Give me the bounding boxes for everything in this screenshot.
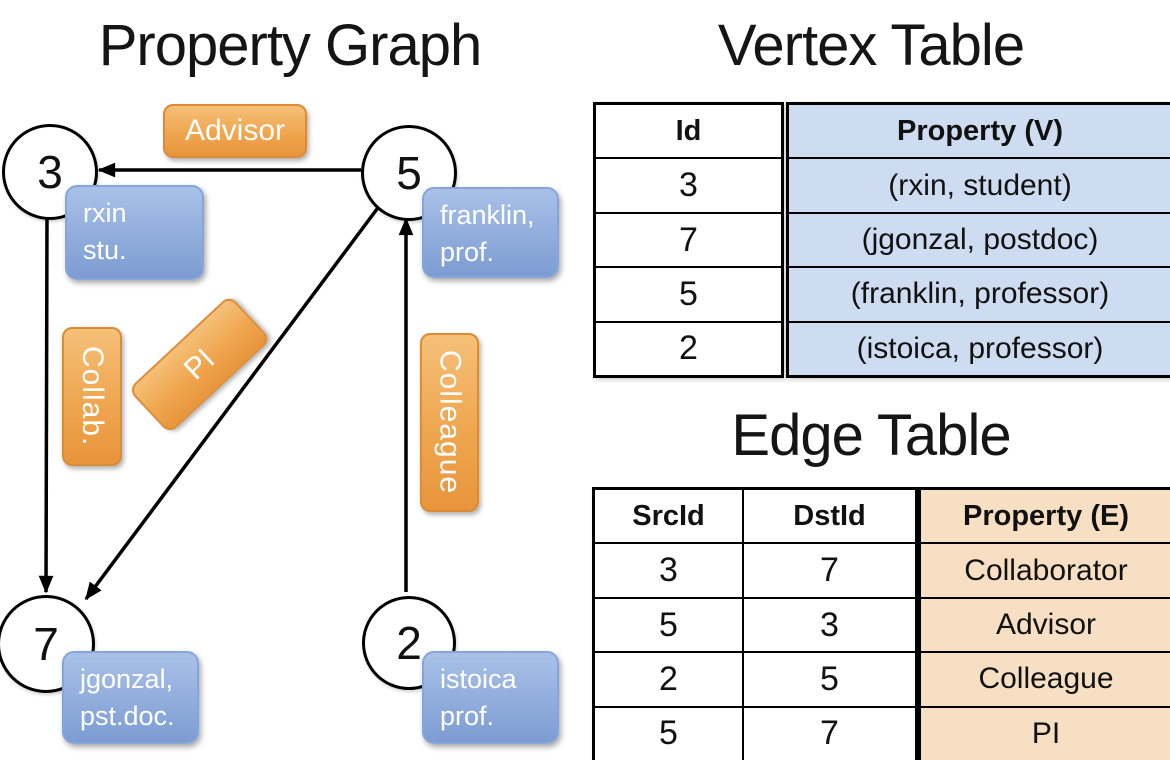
vertex-property-line: istoica [440, 664, 517, 694]
edge-table-id-row: 5 7 [595, 707, 915, 760]
edge-table-property-column: Property (E) Collaborator Advisor Collea… [918, 487, 1170, 760]
vertex-property-line: jgonzal, [80, 664, 174, 694]
edge-table-id-columns: SrcId DstId 3 7 5 3 2 5 5 7 [592, 487, 918, 760]
vertex-table-id-column: Id 3 7 5 2 [593, 102, 784, 378]
vertex-property-line: prof. [440, 237, 495, 267]
vertex-table-property-cell: (franklin, professor) [789, 268, 1170, 323]
vertex-table-property-cell: (rxin, student) [789, 159, 1170, 214]
edge-table-property-header: Property (E) [921, 490, 1170, 545]
vertex-property-box-jgonzal: jgonzal, pst.doc. [62, 651, 199, 744]
edge-table-property-cell: PI [921, 707, 1170, 760]
vertex-property-line: pst.doc. [80, 701, 175, 731]
edge-label-text: Collab. [76, 346, 109, 447]
vertex-table-title: Vertex Table [717, 13, 1025, 78]
edge-table-title: Edge Table [731, 403, 1011, 468]
edge-table-dstid-cell: 3 [820, 605, 839, 644]
edge-label-collab: Collab. [62, 327, 122, 466]
vertex-table-id-cell: 7 [596, 214, 781, 269]
node-id-label: 5 [396, 147, 422, 199]
edge-table-property-cell: Colleague [921, 653, 1170, 708]
node-id-label: 7 [33, 618, 59, 670]
edge-table-dstid-cell: 7 [820, 551, 839, 590]
vertex-table-id-cell: 3 [596, 159, 781, 214]
edge-table-id-row: 2 5 [595, 653, 915, 708]
edge-table-dstid-cell: 7 [820, 714, 839, 753]
edge-table-srcid-cell: 5 [595, 707, 744, 760]
edge-label-colleague: Colleague [420, 333, 479, 512]
vertex-property-box-franklin: franklin, prof. [422, 187, 559, 278]
edge-label-text: Colleague [433, 350, 467, 495]
vertex-table-property-column: Property (V) (rxin, student) (jgonzal, p… [786, 102, 1170, 378]
graph-node-3: 3 [2, 124, 98, 220]
edge-table-srcid-header: SrcId [595, 490, 744, 543]
edge-line-collab-3-to-7 [38, 215, 54, 594]
node-id-label: 3 [37, 146, 63, 198]
vertex-property-line: prof. [440, 701, 495, 731]
node-id-label: 2 [396, 617, 422, 669]
edge-table-srcid-cell: 2 [595, 653, 744, 706]
edge-table-srcid-cell: 3 [595, 544, 744, 597]
edge-table-dstid-cell: 5 [820, 659, 839, 698]
edge-table-id-row: 5 3 [595, 598, 915, 654]
edge-label-text: Advisor [184, 114, 286, 147]
edge-line-pi-5-to-7 [84, 203, 382, 601]
vertex-table-id-cell: 5 [596, 268, 781, 323]
vertex-table-id-header: Id [596, 105, 781, 160]
vertex-table-property-header: Property (V) [789, 105, 1170, 160]
edge-table-property-cell: Collaborator [921, 544, 1170, 599]
vertex-table-id-cell: 2 [679, 329, 698, 368]
edge-label-advisor: Advisor [163, 104, 307, 158]
edge-table-id-row: 3 7 [595, 544, 915, 599]
property-graph-title: Property Graph [98, 13, 483, 78]
edge-table-property-cell: Advisor [921, 598, 1170, 654]
vertex-property-line: stu. [83, 235, 127, 265]
vertex-property-box-istoica: istoica prof. [422, 651, 559, 744]
edge-table-srcid-cell: 5 [595, 598, 744, 652]
edge-table-id-header-row: SrcId DstId [595, 490, 915, 545]
edge-table-dstid-header: DstId [793, 499, 866, 532]
vertex-property-line: franklin, [440, 200, 535, 230]
vertex-table-property-cell: (jgonzal, postdoc) [789, 213, 1170, 269]
vertex-table-property-cell: (istoica, professor) [789, 322, 1170, 376]
vertex-property-line: rxin [83, 198, 127, 228]
vertex-property-box-rxin: rxin stu. [65, 185, 204, 280]
edge-label-text: PI [177, 342, 221, 386]
